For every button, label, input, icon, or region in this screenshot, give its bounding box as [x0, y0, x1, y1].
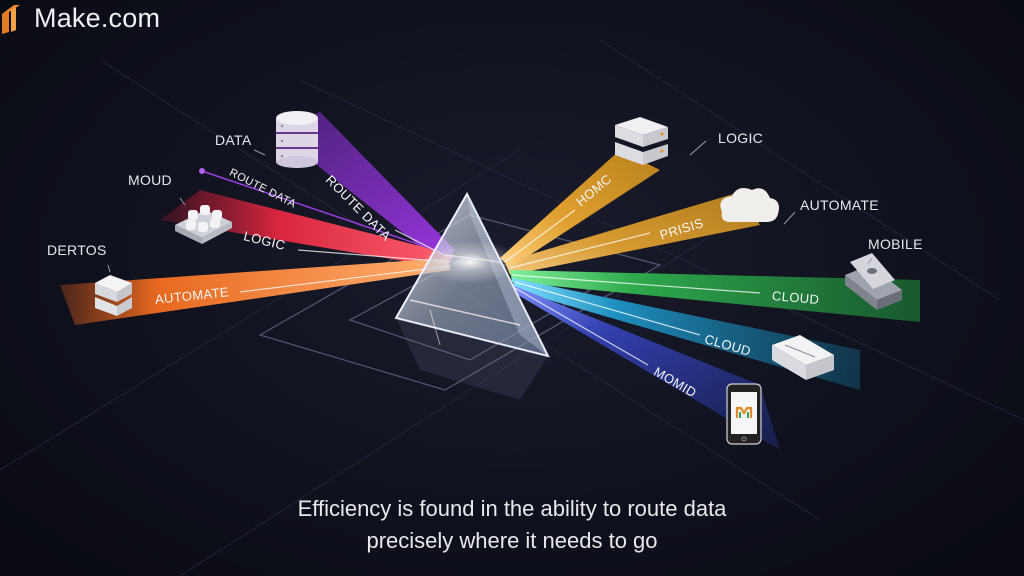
database-icon	[276, 111, 318, 168]
cloud-icon	[720, 188, 779, 222]
server-rack-icon	[615, 117, 668, 165]
node-label-automate: AUTOMATE	[800, 197, 879, 213]
beam-automate	[60, 258, 450, 325]
beam-logic	[160, 190, 455, 268]
storage-box-icon	[772, 335, 834, 380]
server-box-icon	[95, 275, 132, 316]
brand-header: Make.com	[0, 0, 160, 36]
beam-prisis	[505, 192, 760, 275]
leader-lines	[107, 140, 873, 273]
make-logo-icon	[2, 5, 20, 34]
smartphone-icon	[726, 383, 762, 445]
beam-cloud-green	[510, 270, 920, 322]
node-label-mobile: MOBILE	[868, 236, 923, 252]
caption-line-2: precisely where it needs to go	[366, 528, 658, 553]
beam-homc	[500, 150, 660, 268]
beam-momid	[512, 285, 780, 450]
route-line-dot	[199, 168, 205, 174]
mobile-device-icon	[845, 253, 902, 310]
node-label-data: DATA	[215, 132, 252, 148]
node-label-moud: MOUD	[128, 172, 172, 188]
caption: Efficiency is found in the ability to ro…	[0, 493, 1024, 557]
server-cluster-icon	[175, 205, 232, 244]
node-label-logic: LOGIC	[718, 130, 764, 146]
node-label-dertos: DERTOS	[47, 242, 107, 258]
prism-icon	[394, 191, 550, 400]
beam-route-data	[275, 112, 455, 262]
brand-name: Make.com	[34, 2, 161, 33]
caption-line-1: Efficiency is found in the ability to ro…	[297, 496, 727, 521]
thin-route-line	[201, 170, 451, 256]
